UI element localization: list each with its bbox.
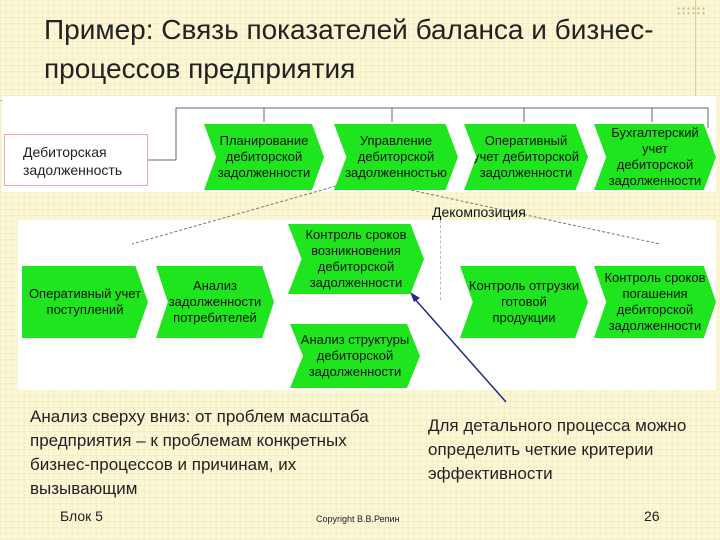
process-management: Управление дебиторской задолженностью: [334, 124, 458, 190]
process-label: Контроль сроков возникновения дебиторско…: [305, 227, 407, 290]
subprocess-debt-structure-analysis: Анализ структуры дебиторской задолженнос…: [290, 324, 420, 388]
decomposition-label: Декомпозиция: [432, 204, 526, 220]
left-explanation-text: Анализ сверху вниз: от проблем масштаба …: [30, 407, 369, 498]
slide-title: Пример: Связь показателей баланса и бизн…: [44, 14, 654, 84]
process-bookkeeping: Бухгалтерский учет дебиторской задолженн…: [594, 124, 716, 190]
subprocess-repayment-control: Контроль сроков погашения дебиторской за…: [594, 266, 716, 338]
process-label: Анализ задолженности потребителей: [168, 278, 262, 325]
process-label: Планирование дебиторской задолженности: [217, 133, 311, 180]
subprocess-shipment-control: Контроль отгрузки готовой продукции: [460, 266, 588, 338]
process-label: Контроль сроков погашения дебиторской за…: [604, 270, 706, 333]
footer-block-label: Блок 5: [60, 508, 103, 524]
subprocess-debt-origin-control: Контроль сроков возникновения дебиторско…: [288, 224, 424, 294]
process-operational-accounting: Оперативный учет дебиторской задолженнос…: [464, 124, 588, 190]
page-number: 26: [644, 508, 660, 524]
process-label: Бухгалтерский учет дебиторской задолженн…: [608, 125, 702, 188]
right-explanation-text: Для детального процесса можно определить…: [428, 416, 687, 483]
process-label: Оперативный учет дебиторской задолженнос…: [472, 133, 580, 180]
separator-line: [440, 220, 441, 300]
subprocess-payments-accounting: Оперативный учет поступлений: [22, 266, 148, 338]
process-label: Анализ структуры дебиторской задолженнос…: [300, 332, 410, 379]
process-label: Оперативный учет поступлений: [28, 286, 142, 317]
process-label: Управление дебиторской задолженностью: [345, 133, 447, 180]
balance-item-box: Дебиторская задолженность: [4, 134, 148, 186]
decorative-dots: [676, 6, 706, 14]
process-planning: Планирование дебиторской задолженности: [204, 124, 324, 190]
footer-copyright: Copyright В.В.Репин: [316, 514, 400, 524]
process-label: Контроль отгрузки готовой продукции: [468, 278, 580, 325]
subprocess-consumer-debt-analysis: Анализ задолженности потребителей: [156, 266, 274, 338]
decorative-rule: [695, 0, 696, 100]
